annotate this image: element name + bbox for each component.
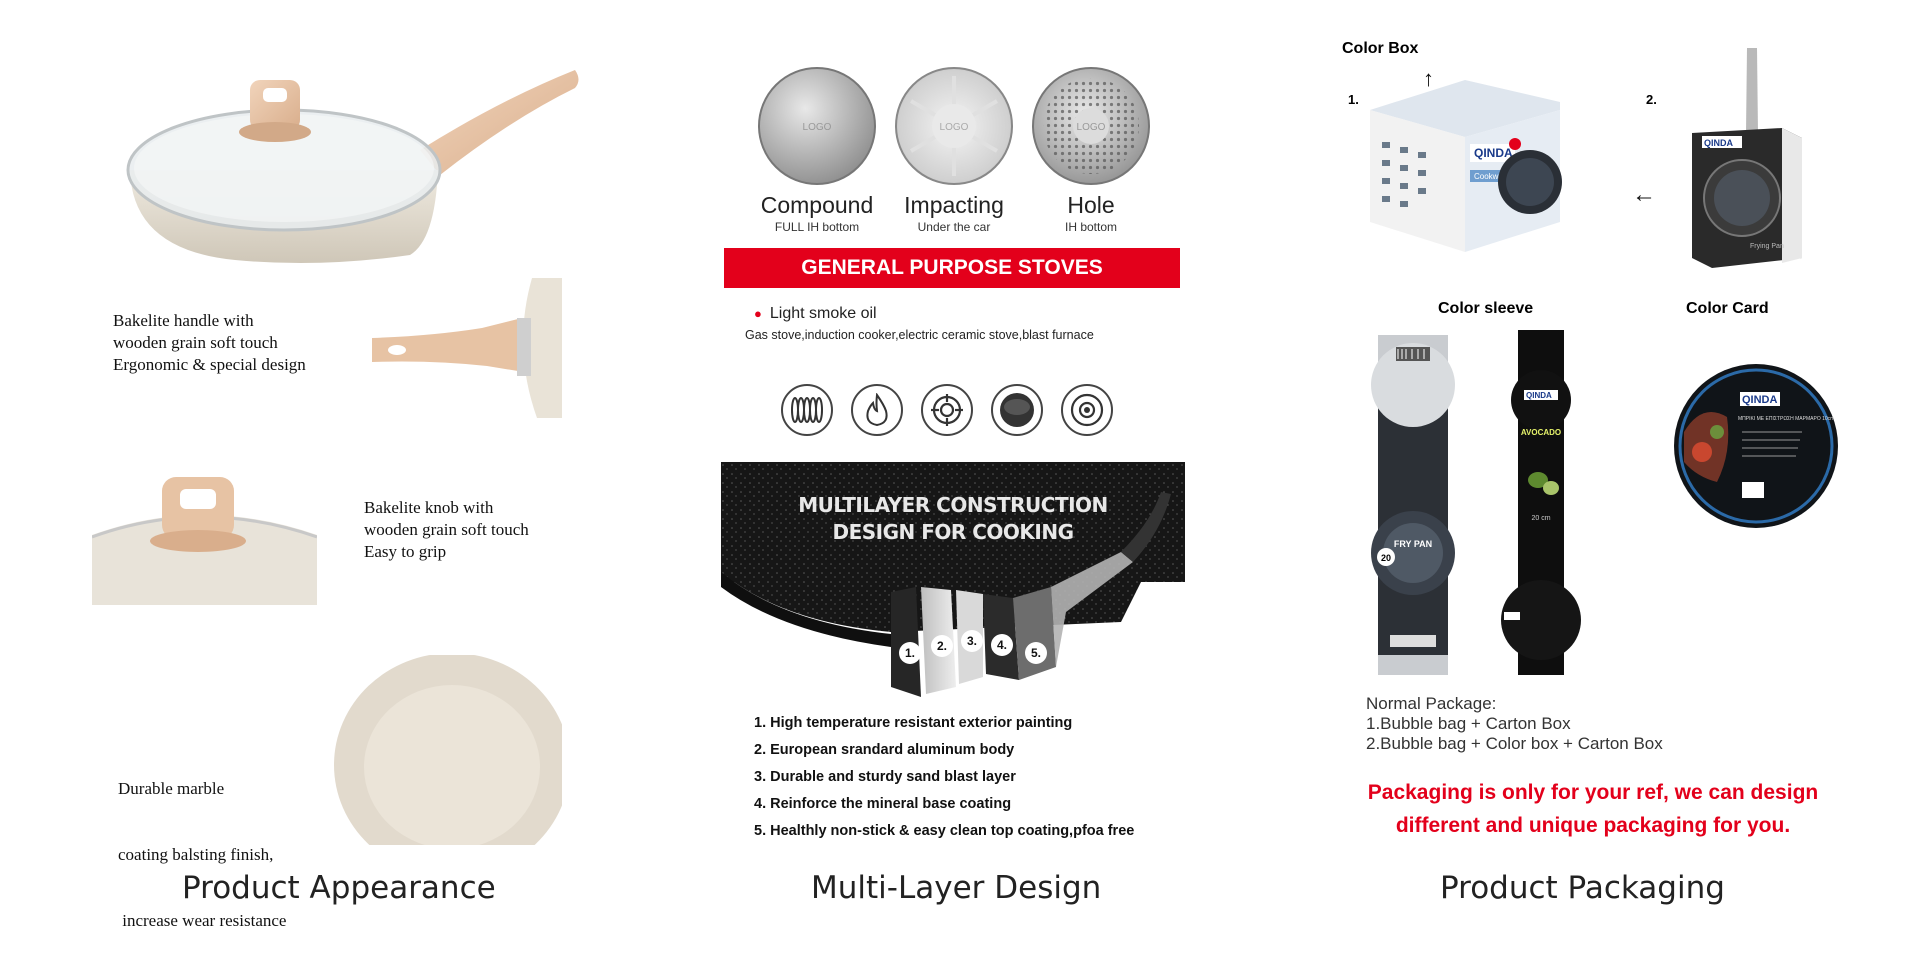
appearance-caption: Product Appearance: [182, 870, 496, 906]
coil-stove-icon: [781, 384, 833, 436]
svg-text:LOGO: LOGO: [1077, 122, 1106, 133]
construction-panel: MULTILAYER CONSTRUCTION DESIGN FOR COOKI…: [721, 462, 1185, 698]
compound-disk-icon: LOGO: [758, 67, 876, 185]
normal-package-info: Normal Package: 1.Bubble bag + Carton Bo…: [1366, 694, 1663, 754]
svg-text:Frying Pan: Frying Pan: [1750, 243, 1784, 250]
svg-text:20 cm: 20 cm: [1531, 515, 1550, 522]
normal-package-line: 2.Bubble bag + Color box + Carton Box: [1366, 734, 1663, 753]
coating-closeup-image: [332, 655, 562, 845]
svg-text:Cookware: Cookware: [1474, 172, 1511, 181]
coating-description: Durable marble coating balsting finish, …: [118, 779, 287, 930]
packaging-column: Color Box ↑ 1. 2. QINDA Cookware ← QINDA…: [1320, 0, 1920, 947]
gas-burner-icon: [921, 384, 973, 436]
color-card-image: [1356, 365, 1516, 535]
svg-text:QINDA: QINDA: [1526, 391, 1552, 400]
knob-closeup-image: [92, 477, 317, 605]
impacting-sublabel: Under the car: [917, 220, 991, 234]
layer-cross-section-image: [721, 462, 1185, 697]
feature-item: 2. European srandard aluminum body: [754, 742, 1015, 758]
impacting-label: Impacting: [904, 192, 1004, 218]
feature-item: 3. Durable and sturdy sand blast layer: [754, 769, 1016, 785]
color-sleeve-2-image: QINDA AVOCADO 20 cm: [1501, 330, 1581, 675]
bottom-compound: LOGO: [747, 66, 877, 186]
stove-list: Gas stove,induction cooker,electric cera…: [745, 328, 1094, 342]
svg-text:ΜΠΡΙΚΙ ΜΕ ΕΠΙΣΤΡΩΣΗ ΜΑΡΜΑΡΟ 10: ΜΠΡΙΚΙ ΜΕ ΕΠΙΣΤΡΩΣΗ ΜΑΡΜΑΡΟ 10cm: [1738, 416, 1834, 422]
induction-icon: [1061, 384, 1113, 436]
handle-closeup-image: [372, 278, 562, 418]
color-box-label: Color Box: [1342, 40, 1419, 57]
handle-description: Bakelite handle with wooden grain soft t…: [113, 311, 306, 374]
feature-item: 5. Healthly non-stick & easy clean top c…: [754, 823, 1135, 839]
svg-text:LOGO: LOGO: [803, 122, 832, 133]
construction-title: MULTILAYER CONSTRUCTION DESIGN FOR COOKI…: [798, 493, 1108, 544]
feature-item: 1. High temperature resistant exterior p…: [754, 715, 1073, 731]
number-1-label: 1.: [1348, 92, 1359, 107]
svg-text:QINDA: QINDA: [1474, 146, 1513, 160]
compound-label: Compound: [760, 192, 874, 218]
color-sleeve-label: Color sleeve: [1438, 300, 1534, 317]
hole-sublabel: IH bottom: [1064, 220, 1118, 234]
stove-icons-row: [781, 384, 1113, 436]
frying-pan-box-image: QINDA Frying Pan: [1692, 48, 1802, 268]
up-arrow-icon: ↑: [1423, 66, 1434, 91]
normal-package-line: 1.Bubble bag + Carton Box: [1366, 714, 1571, 733]
svg-text:20: 20: [1381, 553, 1391, 563]
svg-text:QINDA: QINDA: [1742, 394, 1778, 406]
saute-pan-image: [126, 70, 579, 264]
svg-text:FRY PAN: FRY PAN: [1394, 539, 1432, 549]
hole-label: Hole: [1067, 192, 1115, 218]
bottom-hole: LOGO: [1021, 66, 1151, 186]
smoke-oil-bullet: ●Light smoke oil: [754, 305, 877, 322]
multilayer-column: LOGO LOGO LOGO Compound FULL IH botto: [620, 0, 1320, 947]
ceramic-plate-icon: [991, 384, 1043, 436]
flame-icon: [851, 384, 903, 436]
layer-number-2: 2.: [931, 635, 953, 657]
layer-number-5: 5.: [1025, 642, 1047, 664]
red-bullet-icon: ●: [754, 306, 762, 321]
layer-number-1: 1.: [899, 642, 921, 664]
svg-text:AVOCADO: AVOCADO: [1521, 428, 1561, 437]
layer-number-4: 4.: [991, 634, 1013, 656]
compound-sublabel: FULL IH bottom: [774, 220, 860, 234]
normal-package-title: Normal Package:: [1366, 694, 1497, 713]
number-2-label: 2.: [1646, 92, 1657, 107]
multilayer-caption: Multi-Layer Design: [811, 870, 1102, 906]
svg-text:QINDA: QINDA: [1704, 138, 1734, 148]
knob-description: Bakelite knob with wooden grain soft tou…: [364, 498, 529, 561]
packaging-note: Packaging is only for your ref, we can d…: [1367, 781, 1819, 837]
color-box-image: QINDA Cookware: [1370, 80, 1562, 252]
feature-item: 4. Reinforce the mineral base coating: [754, 796, 1012, 812]
bottom-impacting: LOGO: [884, 66, 1014, 186]
svg-text:LOGO: LOGO: [940, 122, 969, 133]
color-card-disc-image: QINDA ΜΠΡΙΚΙ ΜΕ ΕΠΙΣΤΡΩΣΗ ΜΑΡΜΑΡΟ 10cm: [1674, 364, 1838, 528]
layer-number-3: 3.: [961, 630, 983, 652]
color-card-label: Color Card: [1686, 300, 1769, 317]
impacting-disk-icon: LOGO: [895, 67, 1013, 185]
hole-disk-icon: LOGO: [1032, 67, 1150, 185]
feature-list: 1. High temperature resistant exterior p…: [754, 710, 1134, 845]
left-arrow-icon: ←: [1632, 181, 1656, 208]
packaging-caption: Product Packaging: [1440, 870, 1725, 906]
color-sleeve-1-image: FRY PAN 20: [1371, 335, 1455, 675]
general-purpose-banner: GENERAL PURPOSE STOVES: [724, 248, 1180, 288]
appearance-column: Bakelite handle with wooden grain soft t…: [0, 0, 620, 947]
